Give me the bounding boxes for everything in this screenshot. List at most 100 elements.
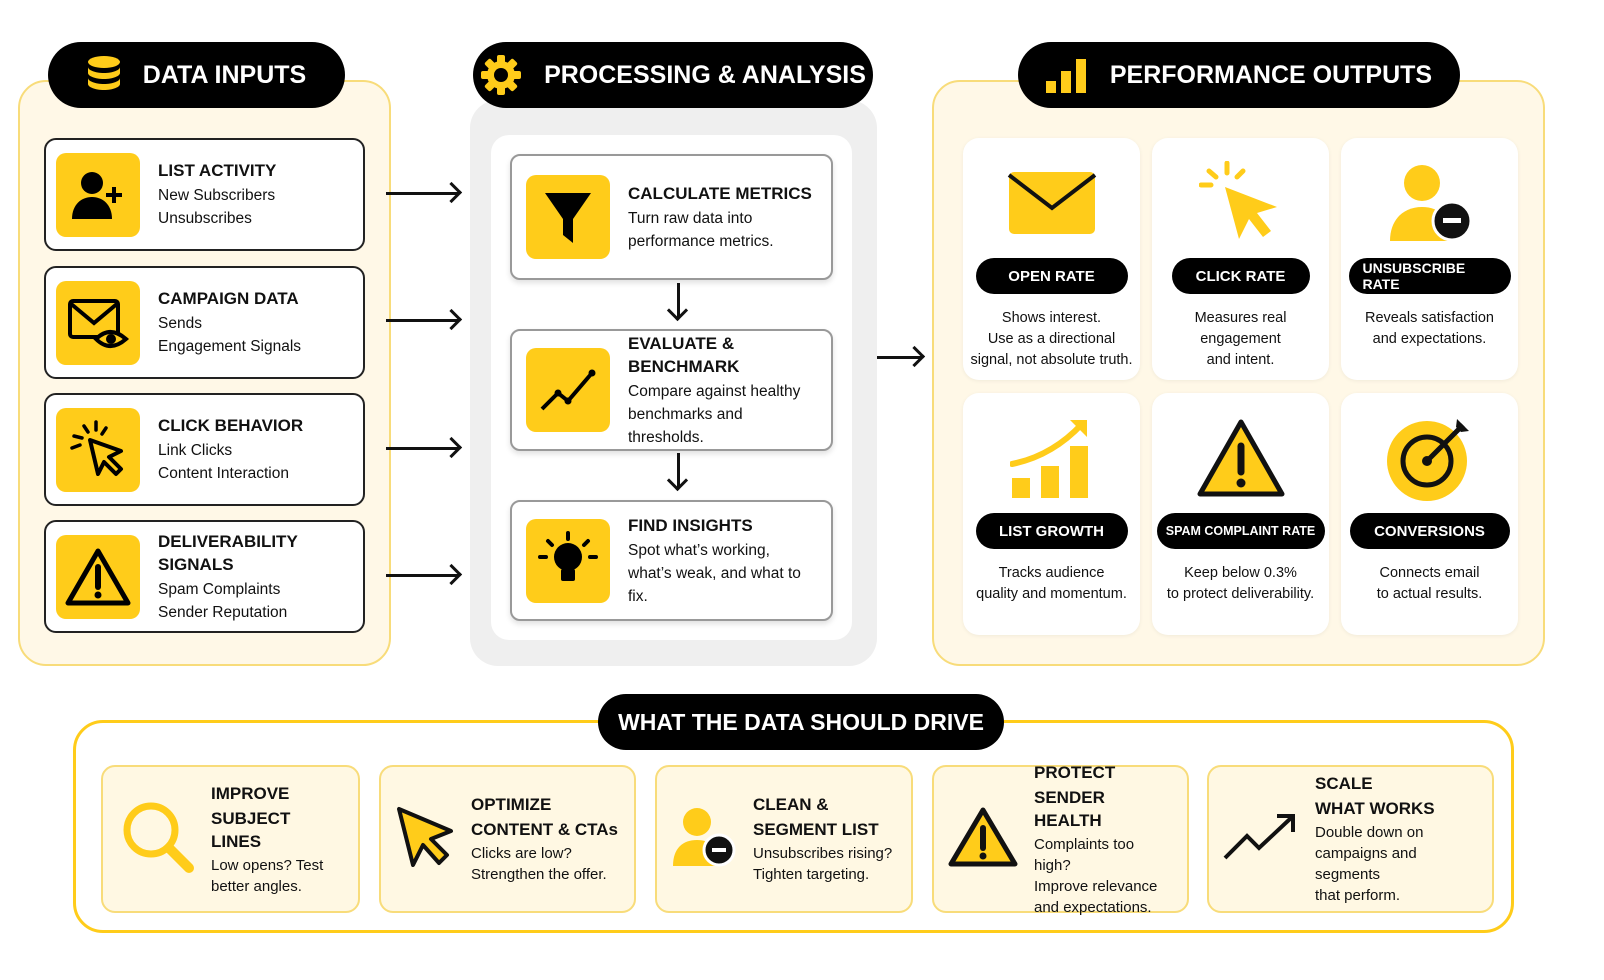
action-line: campaigns and segments — [1315, 845, 1417, 883]
funnel-icon — [526, 175, 610, 259]
step-title: EVALUATE & BENCHMARK — [628, 333, 740, 376]
arrow-down — [677, 283, 680, 317]
action-title: SCALE — [1315, 774, 1373, 793]
metric-desc: and expectations. — [1372, 331, 1487, 347]
metric-desc: Keep below 0.3% — [1184, 565, 1297, 581]
growth-chart-icon — [1009, 403, 1094, 513]
input-title: LIST ACTIVITY — [158, 161, 277, 180]
data-drive-header: WHAT THE DATA SHOULD DRIVE — [598, 694, 1004, 750]
arrow-down — [677, 453, 680, 487]
cursor-click-icon — [56, 407, 140, 492]
trend-up-icon — [1223, 812, 1299, 867]
metric-desc: and intent. — [1206, 352, 1275, 368]
metric-desc: Use as a directional — [987, 331, 1116, 347]
step-line: what’s weak, and what to fix. — [628, 564, 801, 605]
output-list-growth: LIST GROWTH Tracks audience quality and m… — [963, 393, 1140, 635]
lightbulb-icon — [526, 518, 610, 603]
metric-desc: signal, not absolute truth. — [970, 352, 1133, 368]
action-line: Complaints too high? — [1034, 835, 1135, 874]
step-line: Spot what’s working, — [628, 541, 770, 559]
action-scale-what-works: SCALE WHAT WORKS Double down on campaigns a… — [1207, 765, 1494, 913]
action-title: SEGMENT LIST — [753, 820, 879, 839]
step-line: performance metrics. — [628, 232, 774, 250]
action-title: PROTECT — [1034, 762, 1116, 782]
action-line: better angles. — [211, 877, 302, 895]
input-line: Unsubscribes — [158, 210, 252, 227]
cursor-icon — [395, 805, 455, 874]
data-inputs-title: DATA INPUTS — [142, 60, 307, 89]
arrow-right — [386, 319, 458, 322]
action-title: IMPROVE — [211, 783, 290, 803]
metric-label: UNSUBSCRIBE RATE — [1348, 258, 1511, 294]
processing-header: PROCESSING & ANALYSIS — [473, 42, 873, 108]
gear-icon — [481, 55, 522, 95]
action-title: SENDER HEALTH — [1034, 787, 1105, 830]
metric-label: CLICK RATE — [1171, 258, 1310, 294]
input-title: DELIVERABILITY SIGNALS — [158, 531, 298, 574]
arrow-right — [386, 574, 458, 577]
warning-icon — [948, 806, 1018, 873]
metric-desc: to protect deliverability. — [1166, 586, 1315, 602]
outputs-title: PERFORMANCE OUTPUTS — [1109, 60, 1433, 89]
input-line: New Subscribers — [158, 187, 276, 204]
target-icon — [1386, 403, 1473, 513]
metric-label: SPAM COMPLAINT RATE — [1156, 513, 1325, 549]
data-inputs-header: DATA INPUTS — [48, 42, 345, 108]
action-title: CLEAN & — [753, 795, 829, 814]
step-find-insights: FIND INSIGHTS Spot what’s working, what’s … — [510, 500, 833, 621]
metric-desc: to actual results. — [1376, 586, 1483, 602]
action-line: and expectations. — [1034, 898, 1152, 916]
add-user-icon — [56, 152, 140, 237]
metric-desc: quality and momentum. — [976, 586, 1127, 602]
step-evaluate-benchmark: EVALUATE & BENCHMARK Compare against heal… — [510, 329, 833, 451]
action-line: Low opens? Test — [211, 856, 324, 874]
warning-icon — [1196, 403, 1286, 513]
metric-desc: Shows interest. — [1001, 310, 1102, 326]
output-open-rate: OPEN RATE Shows interest. Use as a direct… — [963, 138, 1140, 380]
outputs-header: PERFORMANCE OUTPUTS — [1018, 42, 1460, 108]
input-title: CAMPAIGN DATA — [158, 289, 299, 308]
metric-label: LIST GROWTH — [975, 513, 1128, 549]
action-line: Double down on — [1315, 824, 1424, 841]
input-line: Engagement Signals — [158, 338, 302, 355]
step-title: CALCULATE METRICS — [628, 183, 812, 203]
input-line: Sends — [158, 315, 202, 332]
remove-user-icon — [1388, 148, 1472, 258]
action-title: OPTIMIZE — [471, 795, 552, 814]
database-icon — [87, 56, 120, 90]
step-line: Compare against healthy — [628, 382, 801, 400]
action-improve-subject-lines: IMPROVE SUBJECT LINES Low opens? Test bette… — [101, 765, 360, 913]
trend-line-icon — [526, 348, 610, 432]
metric-desc: Connects email — [1379, 565, 1480, 581]
action-title: CONTENT & CTAs — [471, 820, 619, 839]
metric-desc: Tracks audience — [998, 565, 1105, 581]
envelope-icon — [1007, 148, 1097, 258]
action-protect-sender-health: PROTECT SENDER HEALTH Complaints too high?… — [932, 763, 1189, 916]
envelope-eye-icon — [56, 280, 140, 365]
action-title: SUBJECT LINES — [211, 808, 291, 851]
action-title: WHAT WORKS — [1315, 799, 1435, 818]
action-line: Strengthen the offer. — [471, 866, 607, 883]
metric-desc: Measures real — [1194, 310, 1287, 326]
arrow-right — [386, 192, 458, 195]
input-line: Sender Reputation — [158, 603, 288, 621]
processing-title: PROCESSING & ANALYSIS — [544, 60, 866, 89]
warning-icon — [56, 534, 140, 619]
cursor-click-icon — [1198, 148, 1283, 258]
arrow-right — [877, 356, 921, 359]
input-line: Link Clicks — [158, 442, 233, 459]
step-line: Turn raw data into — [628, 209, 753, 227]
step-line: benchmarks and thresholds. — [628, 405, 743, 446]
input-title: CLICK BEHAVIOR — [158, 416, 304, 435]
step-title: FIND INSIGHTS — [628, 515, 753, 535]
metric-label: OPEN RATE — [975, 258, 1128, 294]
action-line: Clicks are low? — [471, 845, 572, 862]
